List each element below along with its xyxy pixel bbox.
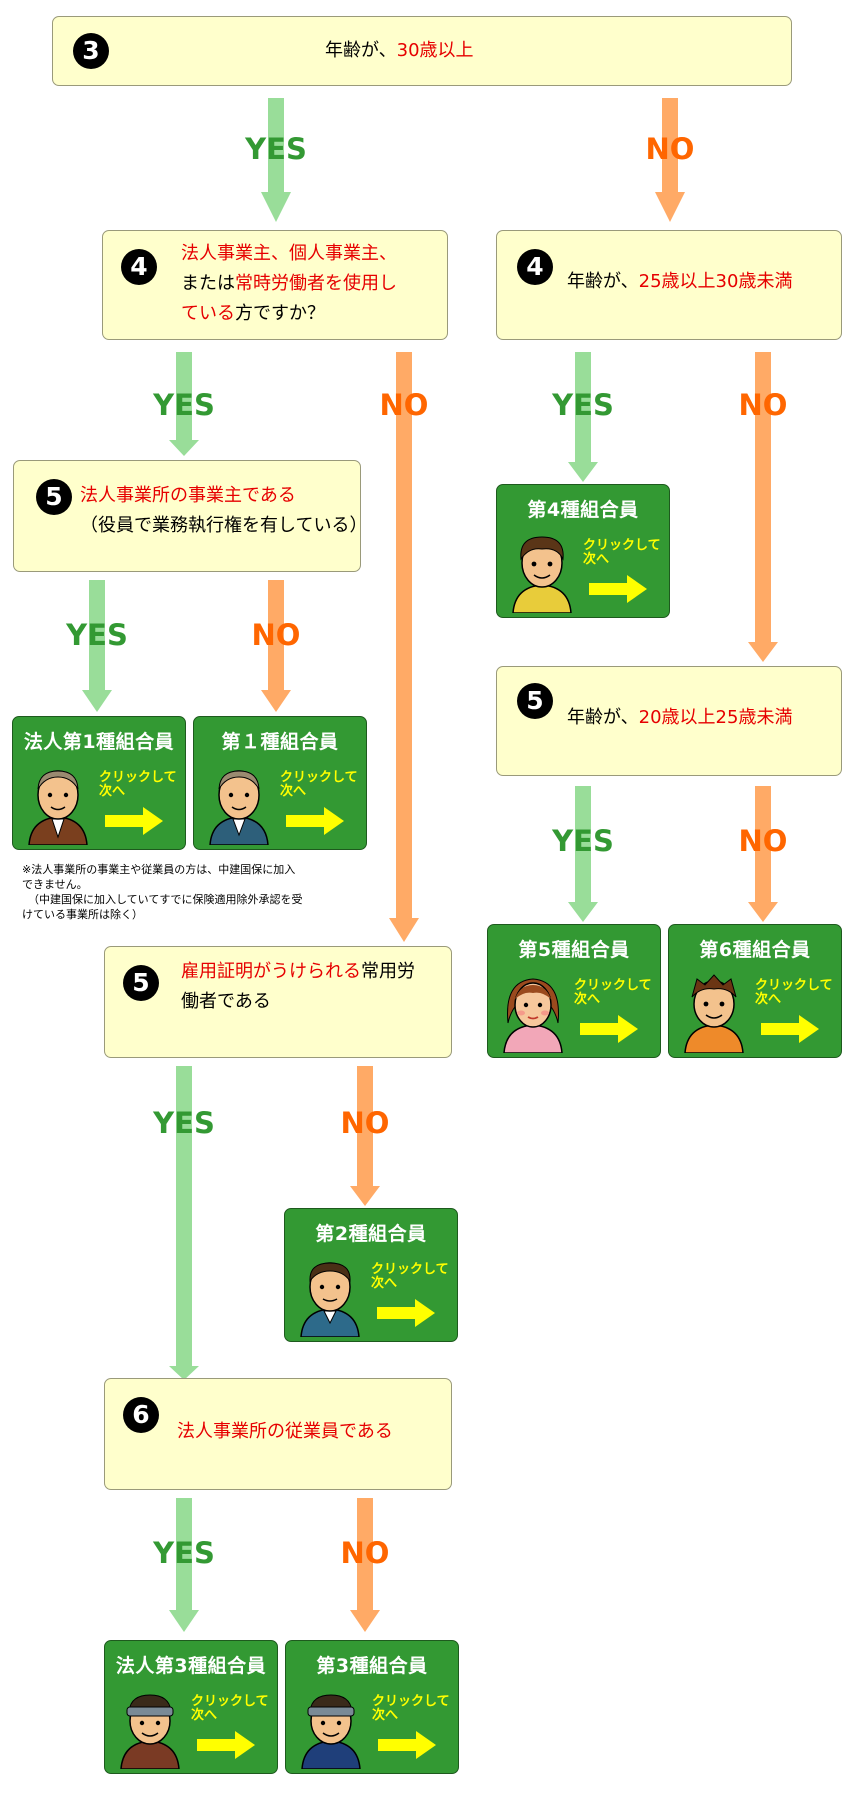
label-q4a-yes: YES: [153, 388, 215, 422]
card-title: 第１種組合員: [221, 731, 339, 753]
card-houjin-3-member[interactable]: 法人第3種組合員 クリックして次へ: [104, 1640, 278, 1774]
arrow-q5a-yes: [82, 580, 112, 712]
young-man-yellow-avatar-icon: [512, 536, 572, 613]
arrow-right-icon: [286, 807, 344, 835]
label-q5c-no: NO: [340, 1106, 390, 1140]
worker-headband-avatar-icon: [120, 1694, 180, 1769]
arrow-q4b-yes: [568, 352, 598, 482]
elderly-man-blue-avatar-icon: [209, 770, 269, 845]
click-next-text: クリックして次へ: [371, 1262, 449, 1291]
card-title: 第6種組合員: [699, 939, 811, 961]
arrow-q4a-yes: [169, 352, 199, 456]
card-title: 第3種組合員: [316, 1655, 428, 1677]
label-q3-yes: YES: [245, 132, 307, 166]
question-text: 雇用証明がうけられる常用労 働者である: [181, 961, 415, 1012]
card-6-member[interactable]: 第6種組合員 クリックして次へ: [668, 924, 842, 1058]
label-q5b-no: NO: [738, 824, 788, 858]
card-title: 法人第1種組合員: [23, 731, 175, 753]
step-number-badge: 5: [123, 965, 159, 1001]
click-next-text: クリックして次へ: [574, 978, 652, 1007]
label-q5a-yes: YES: [66, 618, 128, 652]
label-q5a-no: NO: [251, 618, 301, 652]
question-4-age-25-30: 4 年齢が、25歳以上30歳未満: [496, 230, 842, 340]
arrow-q5a-no: [261, 580, 291, 712]
arrow-right-icon: [761, 1015, 819, 1043]
young-man-orange-avatar-icon: [684, 974, 744, 1053]
arrow-q4a-no: [389, 352, 419, 942]
label-q3-no: NO: [645, 132, 695, 166]
arrow-q3-yes: [261, 98, 291, 222]
question-5-corporate-owner: 5 法人事業所の事業主である （役員で業務執行権を有している）: [13, 460, 368, 572]
card-houjin-1-member[interactable]: 法人第1種組合員 クリックして次へ: [12, 716, 186, 850]
arrow-q3-no: [655, 98, 685, 222]
step-number-badge: 3: [73, 33, 109, 69]
arrow-right-icon: [378, 1731, 436, 1759]
label-q4a-no: NO: [379, 388, 429, 422]
label-q6-yes: YES: [153, 1536, 215, 1570]
question-text: 法人事業所の事業主である （役員で業務執行権を有している）: [80, 485, 368, 536]
step-number-badge: 5: [36, 479, 72, 515]
click-next-text: クリックして次へ: [280, 770, 358, 799]
arrow-q5c-yes: [169, 1066, 199, 1380]
question-5-regular-worker: 5 雇用証明がうけられる常用労 働者である: [104, 946, 452, 1058]
question-text: 年齢が、25歳以上30歳未満: [567, 271, 793, 292]
click-next-text: クリックして次へ: [99, 770, 177, 799]
card-2-member[interactable]: 第2種組合員 クリックして次へ: [284, 1208, 458, 1342]
step-number-badge: 4: [121, 249, 157, 285]
arrow-right-icon: [105, 807, 163, 835]
card-title: 法人第3種組合員: [115, 1655, 267, 1677]
arrow-right-icon: [377, 1299, 435, 1327]
worker-headband-blue-avatar-icon: [301, 1694, 361, 1769]
card-3-member[interactable]: 第3種組合員 クリックして次へ: [285, 1640, 459, 1774]
arrow-q5b-no: [748, 786, 778, 922]
woman-pink-avatar-icon: [503, 978, 563, 1053]
arrow-q6-no: [350, 1498, 380, 1632]
arrow-q4b-no: [748, 352, 778, 662]
question-4-employer: 4 法人事業主、個人事業主、 または常時労働者を使用し ている方ですか？: [102, 230, 448, 340]
question-text: 法人事業主、個人事業主、 または常時労働者を使用し ている方ですか？: [181, 243, 397, 324]
card-5-member[interactable]: 第5種組合員 クリックして次へ: [487, 924, 661, 1058]
footnote: ※法人事業所の事業主や従業員の方は、中建国保に加入 できません。 （中建国保に加…: [22, 863, 303, 921]
question-5-age-20-25: 5 年齢が、20歳以上25歳未満: [496, 666, 842, 776]
card-title: 第5種組合員: [518, 939, 630, 961]
arrow-right-icon: [197, 1731, 255, 1759]
man-blue-workwear-avatar-icon: [300, 1262, 360, 1337]
card-title: 第2種組合員: [315, 1223, 427, 1245]
step-number-badge: 4: [517, 249, 553, 285]
click-next-text: クリックして次へ: [583, 538, 661, 567]
click-next-text: クリックして次へ: [191, 1694, 269, 1723]
question-text: 法人事業所の従業員である: [177, 1421, 393, 1442]
arrow-q6-yes: [169, 1498, 199, 1632]
card-1-member[interactable]: 第１種組合員 クリックして次へ: [193, 716, 367, 850]
step-number-badge: 6: [123, 1397, 159, 1433]
card-4-member[interactable]: 第4種組合員 クリックして次へ: [496, 484, 670, 618]
click-next-text: クリックして次へ: [372, 1694, 450, 1723]
label-q5b-yes: YES: [552, 824, 614, 858]
question-6-employee: 6 法人事業所の従業員である: [104, 1378, 452, 1490]
label-q6-no: NO: [340, 1536, 390, 1570]
question-text: 年齢が、30歳以上: [325, 40, 474, 61]
click-next-text: クリックして次へ: [755, 978, 833, 1007]
arrow-q5b-yes: [568, 786, 598, 922]
arrow-right-icon: [580, 1015, 638, 1043]
elderly-man-suit-avatar-icon: [28, 770, 88, 845]
step-number-badge: 5: [517, 683, 553, 719]
label-q4b-yes: YES: [552, 388, 614, 422]
arrow-right-icon: [589, 575, 647, 603]
label-q4b-no: NO: [738, 388, 788, 422]
arrow-q5c-no: [350, 1066, 380, 1206]
card-title: 第4種組合員: [527, 499, 639, 521]
question-3-age-30: 3 年齢が、30歳以上: [52, 16, 792, 86]
label-q5c-yes: YES: [153, 1106, 215, 1140]
question-text: 年齢が、20歳以上25歳未満: [567, 707, 793, 728]
